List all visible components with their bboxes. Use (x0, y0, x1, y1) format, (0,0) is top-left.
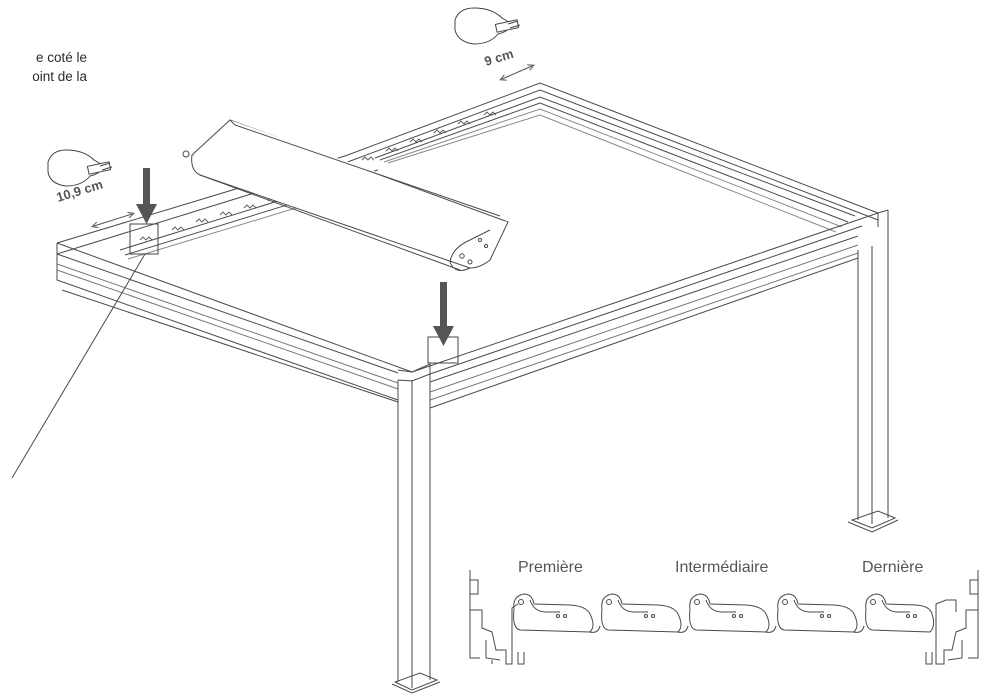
right-rail (411, 212, 879, 373)
right-frame-profile (925, 570, 979, 665)
left-frame-profile (469, 570, 525, 665)
instruction-text-line-2: oint de la (32, 69, 87, 84)
leader-line (11, 253, 146, 479)
label-first-slat: Première (518, 559, 583, 576)
slat-profile-intermediate (601, 593, 689, 633)
slat-order-inset: Première Intermédiaire Dernière (469, 559, 979, 665)
slat-slots-back (361, 111, 497, 161)
slat-profile-intermediate (777, 593, 865, 633)
pergola-frame (56, 82, 899, 694)
arrow-down-icon (433, 282, 454, 346)
left-slot-highlight (129, 223, 159, 255)
hand-with-tape-measure-icon (454, 7, 521, 45)
slat-profile-last (865, 593, 935, 633)
arrow-down-icon (136, 168, 157, 224)
back-right-post (857, 210, 889, 524)
label-intermediate-slat: Intermédiaire (675, 559, 768, 576)
slat-profile-intermediate (689, 593, 777, 633)
slat-profile-first (513, 593, 601, 633)
front-rail (56, 243, 399, 401)
hand-with-tape-measure-icon (47, 149, 113, 187)
front-post (397, 374, 431, 688)
louvre-slat (182, 119, 509, 271)
measure-label-right: 9 cm (482, 46, 515, 69)
right-measurement: 9 cm (482, 46, 532, 79)
instruction-text-line-1: e coté le (35, 50, 87, 65)
label-last-slat: Dernière (862, 559, 923, 576)
back-rail (344, 82, 879, 214)
